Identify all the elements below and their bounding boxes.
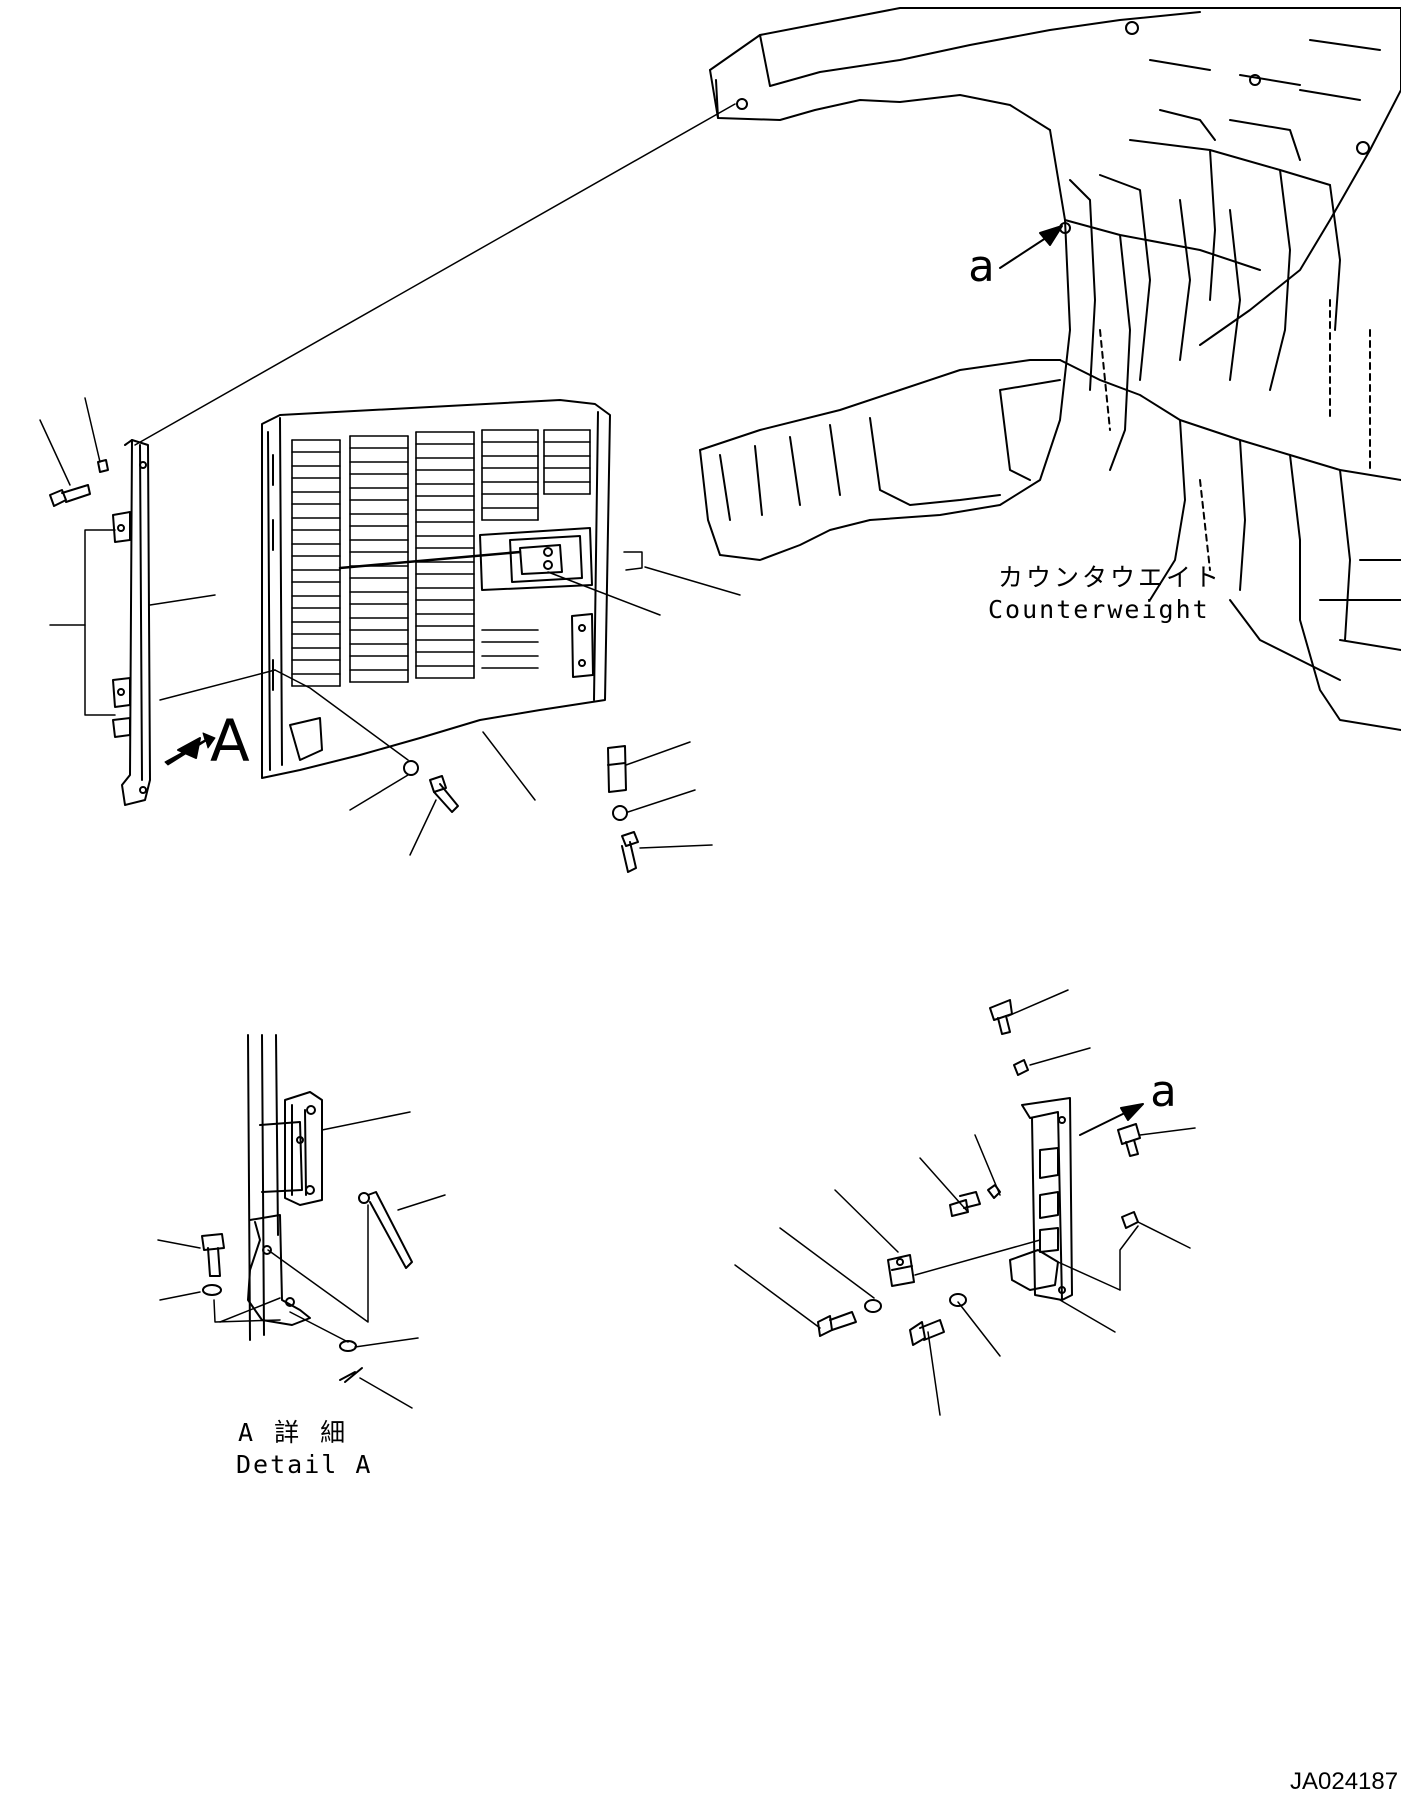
counterweight-drawing [699,7,1401,731]
detail-caption-japanese: A 詳 細 [238,1418,349,1447]
detail-a-drawing [201,1034,413,1383]
view-arrow-label-a: A [210,707,250,775]
latch-bracket-assembly [817,999,1141,1346]
drawing-code: JA024187 [1290,1768,1399,1795]
leader-lines-bottom-right [734,989,1196,1416]
reference-letter-a-top: a [968,241,995,292]
detail-caption-english: Detail A [236,1450,373,1479]
reference-letter-a-bottom: a [1150,1066,1177,1117]
door-bolt-set [403,745,639,873]
grille-door-drawing [261,399,611,779]
leader-lines-detail [157,1111,446,1409]
counterweight-label-japanese: カウンタウエイト [998,563,1223,592]
counterweight-label-english: Counterweight [988,595,1210,624]
leader-lines-top [39,397,741,856]
bolt-top-left [49,459,109,507]
hinge-bracket-drawing [84,439,151,806]
